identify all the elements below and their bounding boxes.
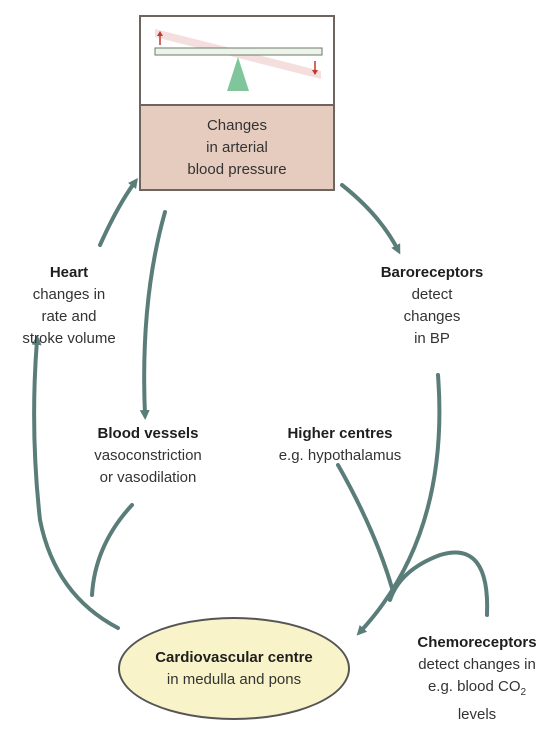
chemoreceptors-line2-text: e.g. blood CO — [428, 678, 521, 695]
arrow-baroreceptors-to-centre — [360, 375, 439, 632]
arrow-higher-centres — [338, 465, 392, 588]
chemoreceptors-label: Chemoreceptors detect changes in e.g. bl… — [402, 632, 551, 726]
heart-label: Heart changes in rate and stroke volume — [4, 262, 134, 350]
cardiovascular-centre-line1: in medulla and pons — [167, 669, 301, 691]
arrow-box-to-baroreceptors — [342, 185, 398, 250]
chemoreceptors-line3: levels — [402, 704, 551, 726]
cardiovascular-centre-title: Cardiovascular centre — [155, 647, 313, 669]
heart-title: Heart — [4, 262, 134, 284]
chemoreceptors-title: Chemoreceptors — [402, 632, 551, 654]
blood-vessels-title: Blood vessels — [68, 423, 228, 445]
baroreceptors-line1: detect — [362, 284, 502, 306]
baroreceptors-line2: changes — [362, 306, 502, 328]
higher-centres-line1: e.g. hypothalamus — [265, 445, 415, 467]
heart-line1: changes in — [4, 284, 134, 306]
heart-line3: stroke volume — [4, 328, 134, 350]
arrow-vessels-to-centre — [92, 505, 132, 595]
chemoreceptors-line2: e.g. blood CO2 — [402, 676, 551, 704]
baroreceptors-label: Baroreceptors detect changes in BP — [362, 262, 502, 350]
arrow-heart-to-box — [100, 182, 135, 245]
blood-vessels-line1: vasoconstriction — [68, 445, 228, 467]
arrow-box-to-vessels — [144, 212, 165, 415]
arrow-chemoreceptors — [390, 553, 487, 616]
chemoreceptors-line1: detect changes in — [402, 654, 551, 676]
higher-centres-label: Higher centres e.g. hypothalamus — [265, 423, 415, 467]
baroreceptors-line3: in BP — [362, 328, 502, 350]
baroreceptors-title: Baroreceptors — [362, 262, 502, 284]
blood-vessels-line2: or vasodilation — [68, 467, 228, 489]
co2-subscript: 2 — [521, 687, 527, 698]
heart-line2: rate and — [4, 306, 134, 328]
higher-centres-title: Higher centres — [265, 423, 415, 445]
cardiovascular-centre-node: Cardiovascular centre in medulla and pon… — [118, 617, 350, 720]
blood-vessels-label: Blood vessels vasoconstriction or vasodi… — [68, 423, 228, 489]
